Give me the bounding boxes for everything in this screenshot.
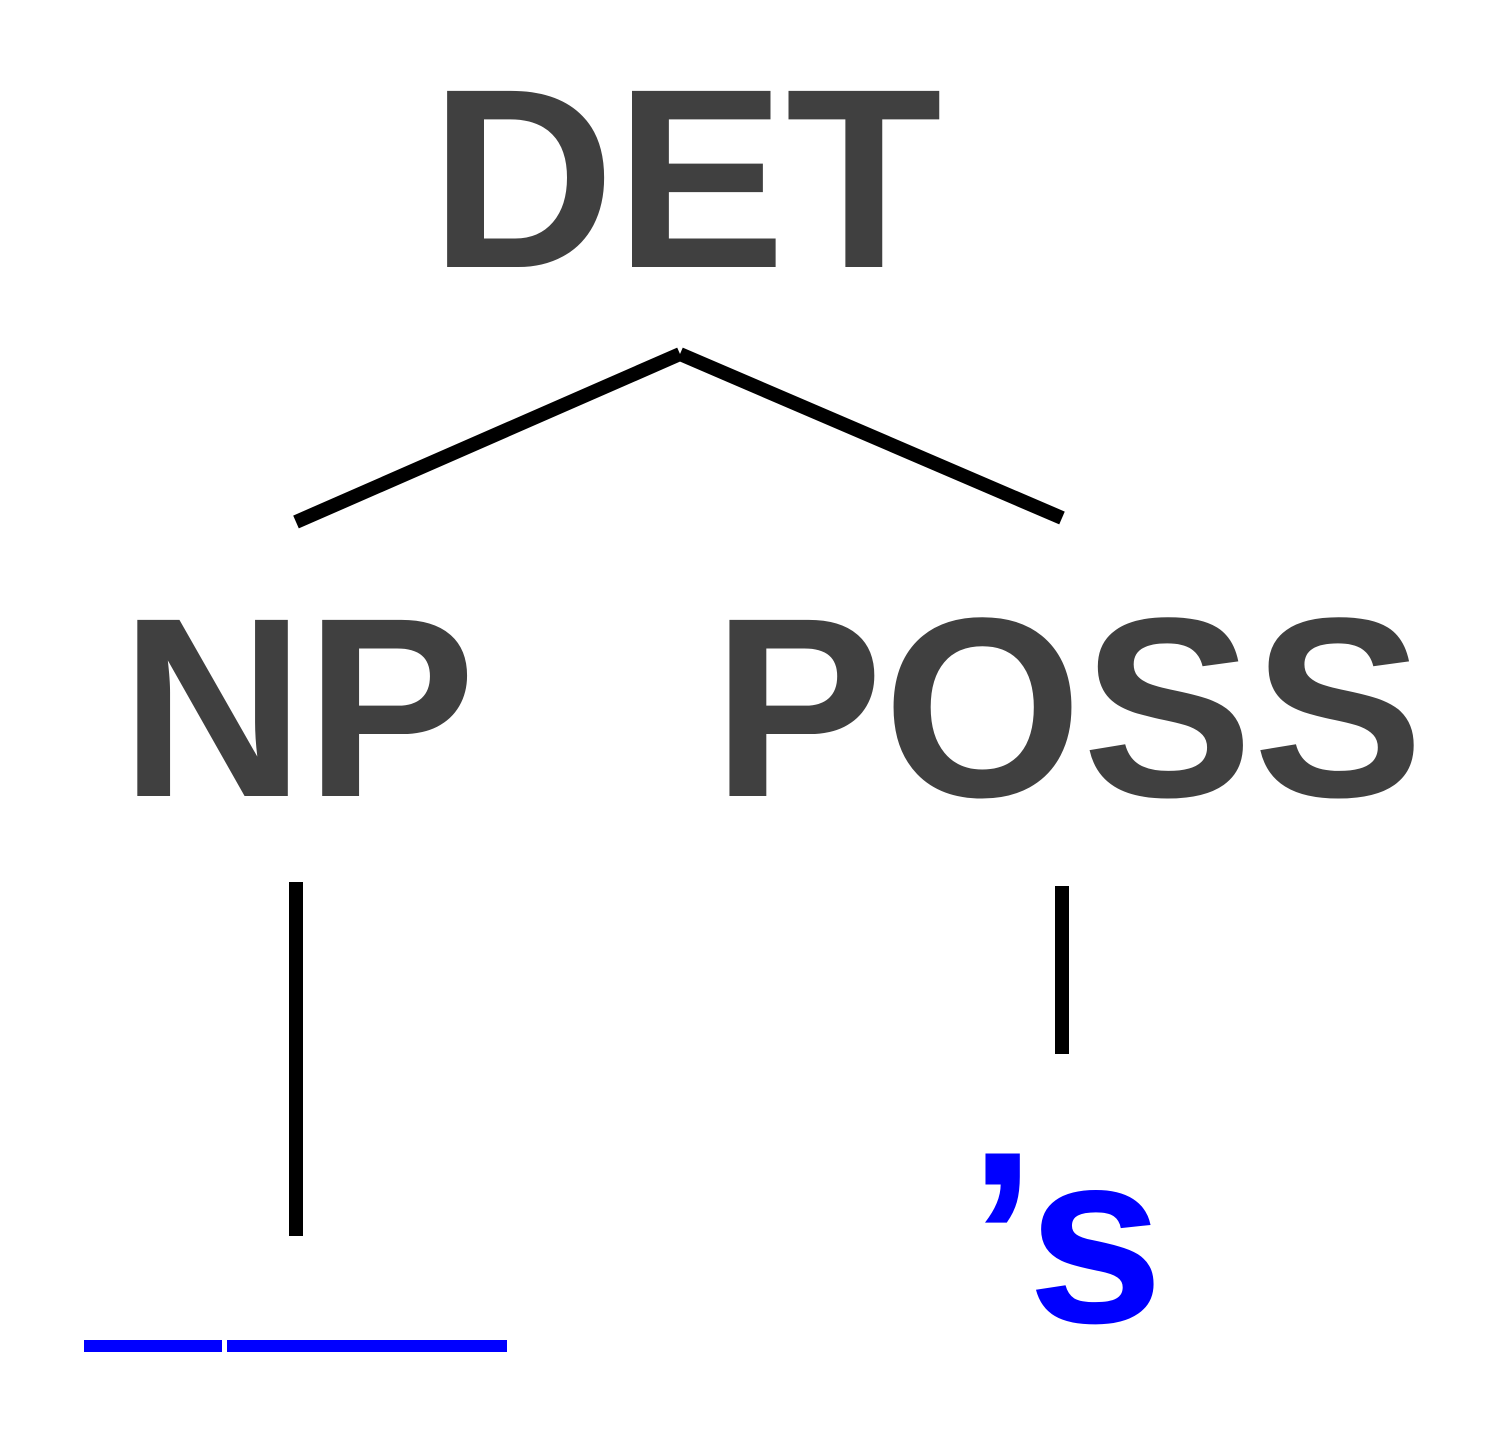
node-poss: POSS [712, 565, 1423, 851]
edge-det-np [293, 347, 683, 529]
edge-det-poss [677, 347, 1065, 525]
node-np: NP [120, 565, 476, 851]
leaf-possessive-s: ’s [968, 1100, 1163, 1374]
node-det: DET [430, 36, 942, 322]
